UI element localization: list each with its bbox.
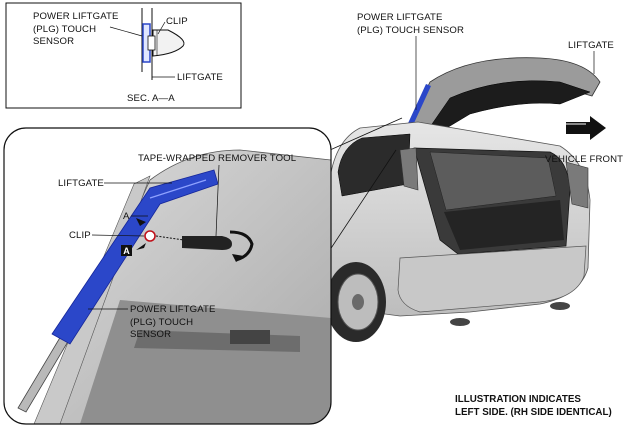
remover-tool-handle <box>182 236 232 250</box>
side-note: ILLUSTRATION INDICATES LEFT SIDE. (RH SI… <box>455 394 612 418</box>
section-inset-frame <box>5 2 242 109</box>
vehicle-sensor-label: POWER LIFTGATE (PLG) TOUCH SENSOR <box>357 12 464 36</box>
rear-bumper <box>397 245 587 313</box>
magnify-line-top <box>329 117 403 151</box>
rear-seats <box>429 151 557 211</box>
section-clip-label: CLIP <box>166 16 188 27</box>
vehicle-rear-view <box>326 57 601 342</box>
detail-section-marker-lower: A <box>123 246 130 256</box>
section-title: SEC. A—A <box>127 93 175 104</box>
detail-view: A TAPE-WRAPPED REMOVER TOOL LIFTGATE A C… <box>3 127 332 425</box>
detail-clip <box>144 230 156 242</box>
detail-clip-label: CLIP <box>69 230 91 241</box>
detail-latch <box>230 330 270 344</box>
vehicle-labels: POWER LIFTGATE (PLG) TOUCH SENSOR LIFTGA… <box>357 12 623 165</box>
vehicle-sensor-strip <box>404 84 431 134</box>
tail-lamp-left <box>399 147 419 191</box>
pry-direction-arrow-icon <box>229 230 254 262</box>
detail-clip-leader <box>91 234 145 237</box>
section-liftgate-label: LIFTGATE <box>177 72 223 83</box>
section-sensor-label: POWER LIFTGATE (PLG) TOUCH SENSOR <box>33 11 121 47</box>
section-cross-drawing <box>141 8 185 80</box>
section-sensor-shape <box>142 23 151 63</box>
liftgate-glass <box>431 80 591 133</box>
section-clip-shape <box>152 29 185 57</box>
vehicle-liftgate-label: LIFTGATE <box>568 40 614 51</box>
exhaust-right <box>550 302 570 310</box>
section-inset: POWER LIFTGATE (PLG) TOUCH SENSOR CLIP L… <box>5 2 242 109</box>
remover-tool-tip <box>155 235 185 241</box>
tail-lamp-right <box>565 161 589 209</box>
detail-liftgate-label: LIFTGATE <box>58 178 104 189</box>
cargo-floor <box>444 200 564 250</box>
detail-sensor-label: POWER LIFTGATE (PLG) TOUCH SENSOR <box>130 304 218 340</box>
detail-tool-label: TAPE-WRAPPED REMOVER TOOL <box>138 153 297 164</box>
detail-section-marker-upper: A <box>123 211 130 222</box>
section-sensor-leader <box>109 26 143 37</box>
detail-frame <box>3 127 332 425</box>
section-clip-leader <box>157 21 166 35</box>
vehicle-front-arrow-icon <box>566 116 606 140</box>
detail-lower-trim <box>80 300 331 424</box>
exhaust-left <box>450 318 470 326</box>
vehicle-front-label: VEHICLE FRONT <box>545 154 623 165</box>
detail-tool-leader <box>215 164 220 237</box>
